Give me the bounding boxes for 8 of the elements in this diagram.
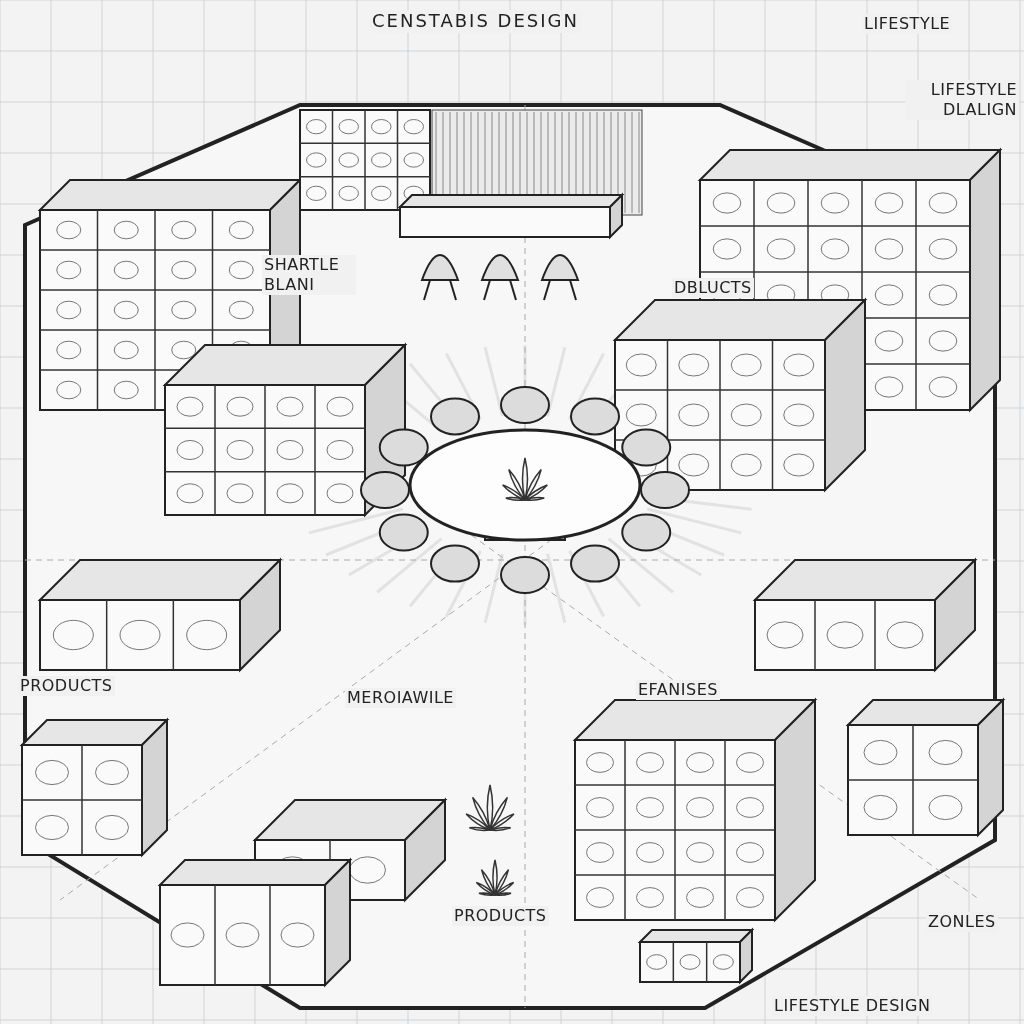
zone-label: EFANISES bbox=[636, 680, 720, 700]
zone-label: MEROIAWILE bbox=[345, 688, 456, 708]
zone-label: SHARTLE BLANI bbox=[262, 255, 356, 295]
zone-label: DBLUCTS bbox=[672, 278, 754, 298]
zone-label: LIFESTYLE DLALIGN bbox=[905, 80, 1019, 120]
zone-label: ZONLES bbox=[926, 912, 998, 932]
zone-label: PRODUCTS bbox=[18, 676, 115, 696]
zone-label: PRODUCTS bbox=[452, 906, 549, 926]
